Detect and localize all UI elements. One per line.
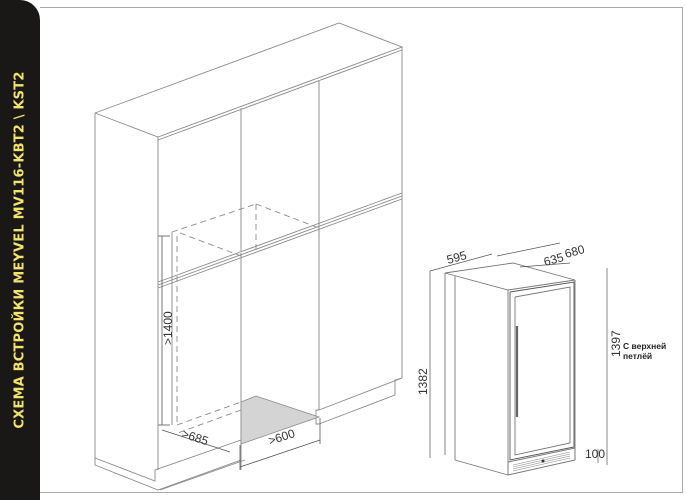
niche-dimensions bbox=[158, 235, 321, 470]
sidebar-title-bar: СХЕМА ВСТРОЙКИ MEYVEL MV116-KBT2 \ KST2 bbox=[0, 0, 40, 500]
ventilation-grille bbox=[512, 451, 571, 472]
height-with-hinge-label: 1397 bbox=[609, 330, 623, 357]
height-label: 1382 bbox=[416, 368, 430, 395]
appliance-dimensions bbox=[429, 242, 608, 465]
wine-cooler-drawing bbox=[444, 262, 576, 476]
depth-with-door-label: 680 bbox=[563, 242, 586, 261]
depth-label: 635 bbox=[542, 250, 565, 269]
niche-floor bbox=[240, 395, 321, 445]
hinge-note-line2: петлёй bbox=[623, 351, 652, 361]
plinth-height-label: 100 bbox=[585, 447, 605, 461]
niche-depth-label: >685 bbox=[180, 427, 210, 449]
lock-icon bbox=[541, 459, 545, 463]
drawing-frame bbox=[40, 7, 683, 493]
cabinet-drawing bbox=[94, 22, 404, 491]
niche-height-label: >1400 bbox=[161, 311, 175, 345]
hinge-note-line1: С верхней bbox=[623, 341, 666, 351]
width-label: 595 bbox=[445, 248, 468, 267]
